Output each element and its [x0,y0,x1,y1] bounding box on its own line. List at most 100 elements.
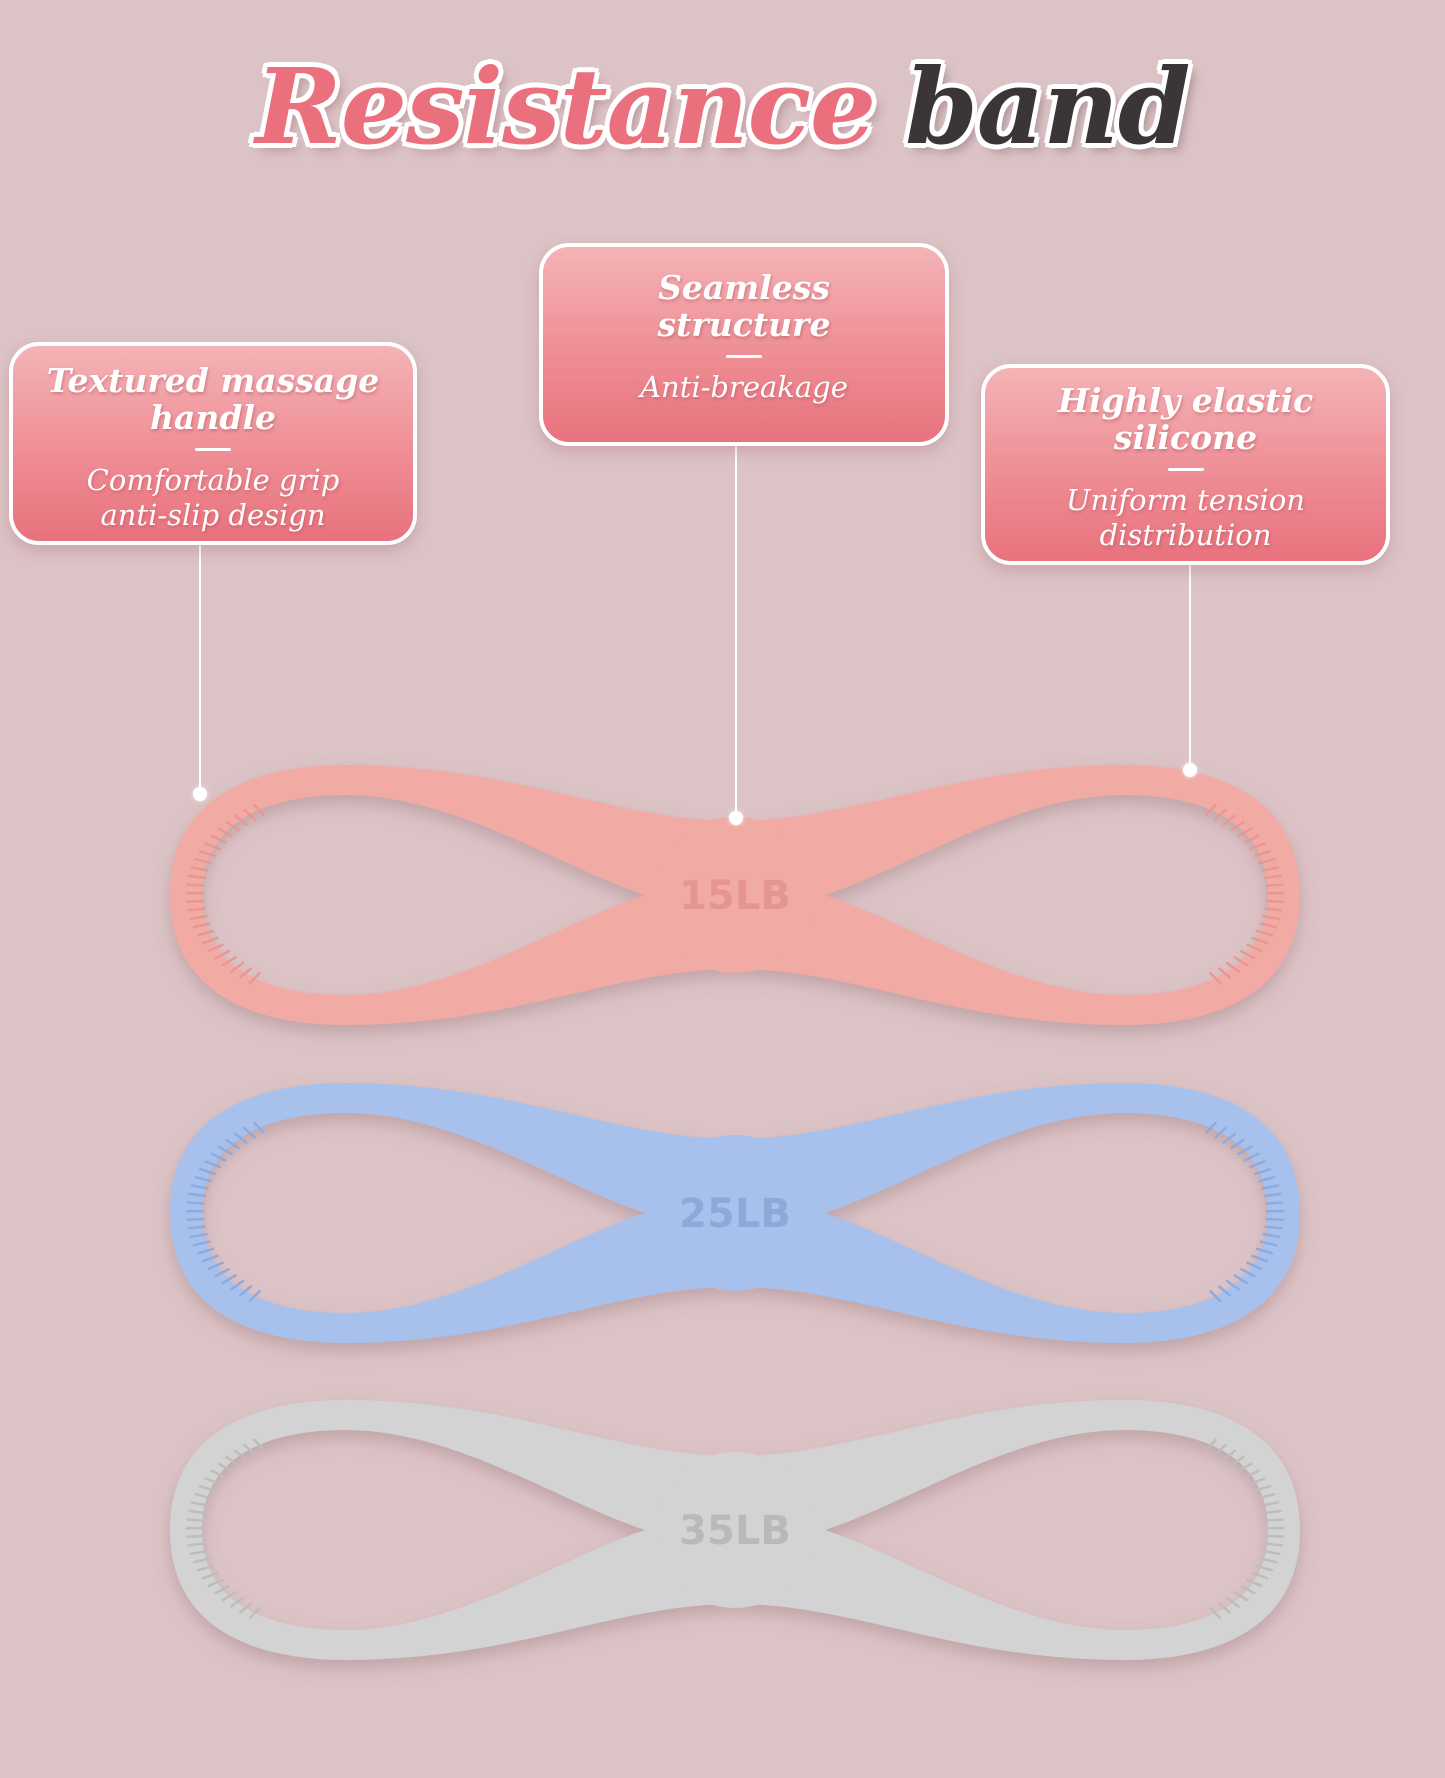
grip-ridge [221,1591,237,1602]
grip-ridge [189,1232,208,1239]
grip-ridge [1205,1121,1217,1134]
band-center-hub [655,1135,815,1291]
callout-heading: Seamless structure [543,269,945,343]
callout-heading-line: Textured massage [46,361,380,400]
band-center-hub [655,817,815,973]
grip-ridge [198,849,217,858]
grip-ridge [1209,1290,1222,1303]
grip-ridge [243,1443,256,1456]
grip-ridge [201,936,219,945]
grip-ridge [186,1518,205,1522]
grip-ridge [1251,1254,1269,1263]
grip-ridge [217,1462,233,1473]
grip-texture-right [1205,1121,1285,1303]
grip-ridge [243,808,256,821]
grip-ridge [1262,1232,1281,1239]
grip-ridge [207,1578,224,1588]
callout-sub-line: Comfortable grip [86,463,340,497]
band-25lb: 25LB [170,1083,1300,1343]
grip-ridge [225,1138,240,1150]
grip-ridge [186,883,205,887]
grip-ridge [1214,808,1227,821]
grip-ridge [1258,1492,1276,1500]
grip-ridge [196,1564,215,1572]
grip-ridge [196,929,215,937]
grip-ridge [1255,1564,1274,1572]
grip-ridge [1217,967,1231,979]
grip-ridge [1214,1126,1227,1139]
callout-sub-line: Anti-breakage [640,370,848,404]
grip-ridge [1233,1591,1249,1602]
grip-ridge [1233,956,1249,967]
grip-ridge [1258,857,1276,865]
grip-ridge [1262,1549,1281,1556]
grip-ridge [207,943,224,953]
grip-ridge [233,814,248,826]
grip-ridge [1246,943,1263,953]
grip-ridge [214,949,230,960]
callout-divider [1167,468,1204,471]
grip-ridge [186,899,205,903]
grip-ridge [1249,1477,1266,1486]
grip-ridge [190,1184,209,1190]
grip-ridge [210,1152,227,1162]
grip-ridge [1263,874,1282,880]
grip-ridge [1253,1484,1272,1493]
grip-ridge [187,907,206,912]
grip-ridge [1233,1274,1249,1285]
grip-ridge [188,874,207,880]
callout-heading-line: structure [657,305,831,344]
grip-ridge [1243,834,1260,844]
grip-ridge [186,1217,205,1221]
grip-ridge [1265,1201,1284,1205]
callout-heading-line: silicone [1113,418,1258,457]
grip-ridge [1222,814,1237,826]
connector-line-right [1189,565,1191,767]
grip-ridge [248,972,261,985]
callout-seamless-structure: Seamless structure Anti-breakage [539,243,949,446]
grip-ridge [1222,1449,1237,1461]
grip-ridge [214,1267,230,1278]
grip-ridge [198,1167,217,1176]
callout-heading-line: Seamless [658,268,830,307]
grip-ridge [214,1584,230,1595]
band-weight-label: 15LB [679,873,791,919]
grip-ridge [201,1254,219,1263]
grip-ridge [253,803,265,816]
band-center-hub [655,1452,815,1608]
grip-ridge [1209,1607,1222,1620]
band-weight-label: 35LB [679,1508,791,1554]
grip-ridge [187,1225,206,1230]
grip-ridge [239,1285,253,1297]
grip-ridge [1264,907,1283,912]
grip-texture-right [1205,1438,1285,1620]
grip-ridge [1225,961,1240,973]
grip-ridge [1261,1501,1280,1507]
grip-ridge [192,922,211,929]
connector-line-middle [735,446,737,816]
grip-texture-left [185,1438,265,1620]
grip-ridge [210,1469,227,1479]
grip-ridge [1240,949,1256,960]
grip-ridge [187,1542,206,1547]
grip-ridge [190,1501,209,1507]
grip-texture-left [185,803,265,985]
grip-ridge [225,820,240,832]
grip-ridge [239,967,253,979]
grip-ridge [1237,1462,1253,1473]
grip-ridge [194,1175,212,1183]
grip-ridge [233,1449,248,1461]
grip-ridge [194,1492,212,1500]
grip-ridge [1225,1596,1240,1608]
grip-ridge [1265,899,1284,903]
grip-ridge [1265,883,1284,887]
grip-ridge [204,842,221,851]
grip-ridge [253,1438,265,1451]
grip-ridge [1230,820,1245,832]
grip-ridge [221,1274,237,1285]
connector-dot-right [1183,763,1197,777]
grip-ridge [1259,1240,1278,1247]
grip-ridge [1265,1518,1284,1522]
grip-ridge [194,857,212,865]
